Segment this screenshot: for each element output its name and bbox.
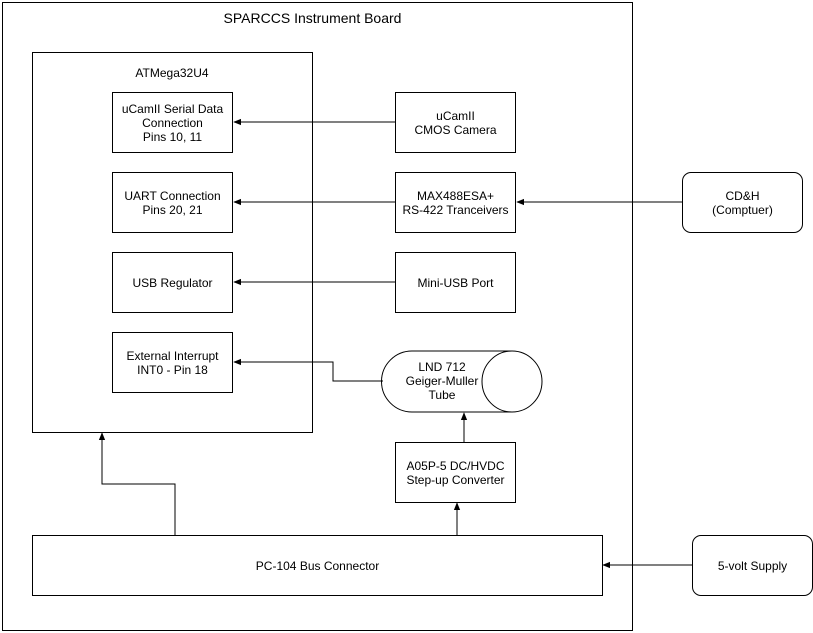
supply-block: 5-volt Supply: [692, 535, 813, 596]
usb-regulator-block: USB Regulator: [112, 252, 233, 313]
usb-port-block: Mini-USB Port: [395, 252, 516, 313]
arrow-tube-to-interrupt: [233, 358, 383, 382]
geiger-tube-shape: [381, 350, 543, 413]
mcu-container: [32, 52, 313, 433]
geiger-tube-label: LND 712 Geiger-Muller Tube: [405, 360, 479, 402]
external-interrupt-block: External Interrupt INT0 - Pin 18: [112, 332, 233, 393]
board-title: SPARCCS Instrument Board: [223, 10, 402, 26]
transceiver-block: MAX488ESA+ RS-422 Tranceivers: [395, 172, 516, 233]
mcu-title: ATMega32U4: [135, 66, 209, 80]
board-border: [2, 2, 633, 631]
bus-connector-block: PC-104 Bus Connector: [32, 535, 603, 596]
cdh-computer-block: CD&H (Comptuer): [682, 172, 803, 233]
converter-block: A05P-5 DC/HVDC Step-up Converter: [395, 442, 516, 503]
serial-data-block: uCamII Serial Data Connection Pins 10, 1…: [112, 92, 233, 153]
uart-block: UART Connection Pins 20, 21: [112, 172, 233, 233]
arrow-bus-to-mcu: [98, 432, 176, 535]
camera-block: uCamII CMOS Camera: [395, 92, 516, 153]
